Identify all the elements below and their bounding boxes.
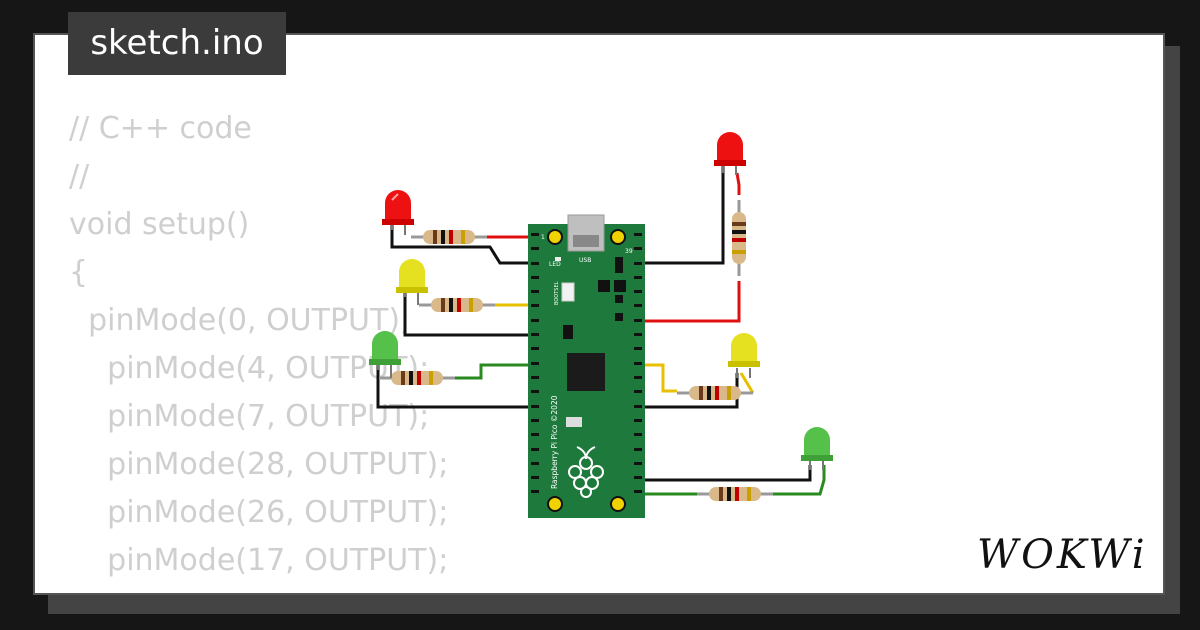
code-line: void setup() xyxy=(69,207,250,242)
right-pin-row xyxy=(634,233,642,493)
code-line: { xyxy=(69,255,89,290)
wire-yellow-right xyxy=(633,363,755,394)
code-line: pinMode(7, OUTPUT); xyxy=(69,399,430,434)
code-line: pinMode(28, OUTPUT); xyxy=(69,447,449,482)
wire-black-5 xyxy=(633,373,739,409)
led-green-right xyxy=(801,427,833,470)
code-line: pinMode(0, OUTPUT); xyxy=(69,303,411,338)
code-line: // xyxy=(69,159,90,194)
wire-green-left xyxy=(455,363,540,380)
circuit-diagram: 1 39 LED USB BOOTSEL Raspberry Pi Pico ©… xyxy=(369,132,833,518)
bootsel-label: BOOTSEL xyxy=(554,281,560,305)
wire-black-1 xyxy=(390,225,540,265)
wire-black-3 xyxy=(376,365,540,409)
board-name: Raspberry Pi Pico ©2020 xyxy=(550,395,559,489)
led-yellow-right xyxy=(728,333,760,378)
wokwi-logo: WOKWi xyxy=(977,532,1148,578)
code-line: // C++ code xyxy=(69,111,252,146)
led-label: LED xyxy=(549,261,561,268)
resistor-1 xyxy=(409,228,489,246)
led-yellow-left xyxy=(396,259,428,305)
left-pin-row xyxy=(531,233,539,493)
pin-label-1: 1 xyxy=(541,234,545,241)
wire-black-4 xyxy=(633,165,725,265)
preview-card: // C++ code // void setup() { pinMode(0,… xyxy=(33,33,1165,595)
raspberry-logo xyxy=(568,446,604,498)
pico-board: 1 39 LED USB BOOTSEL Raspberry Pi Pico ©… xyxy=(528,214,645,518)
resistor-2 xyxy=(417,296,497,314)
led-red-left xyxy=(382,190,414,235)
wire-black-2 xyxy=(403,290,540,337)
resistor-6 xyxy=(695,485,775,503)
pin-label-39: 39 xyxy=(625,248,633,255)
code-line: pinMode(4, OUTPUT); xyxy=(69,351,430,386)
resistor-5 xyxy=(675,384,755,402)
led-red-right xyxy=(714,132,746,175)
wire-red-right xyxy=(633,172,741,323)
usb-label: USB xyxy=(579,257,591,264)
resistor-4 xyxy=(730,198,748,278)
code-line: pinMode(17, OUTPUT); xyxy=(69,543,449,578)
wire-black-6 xyxy=(633,465,812,482)
led-green-left xyxy=(369,331,401,378)
code-line: pinMode(26, OUTPUT); xyxy=(69,495,449,530)
brand-name: WOKWi xyxy=(977,532,1148,578)
filename-label: sketch.ino xyxy=(68,12,286,75)
code-panel: // C++ code // void setup() { pinMode(0,… xyxy=(69,105,448,585)
